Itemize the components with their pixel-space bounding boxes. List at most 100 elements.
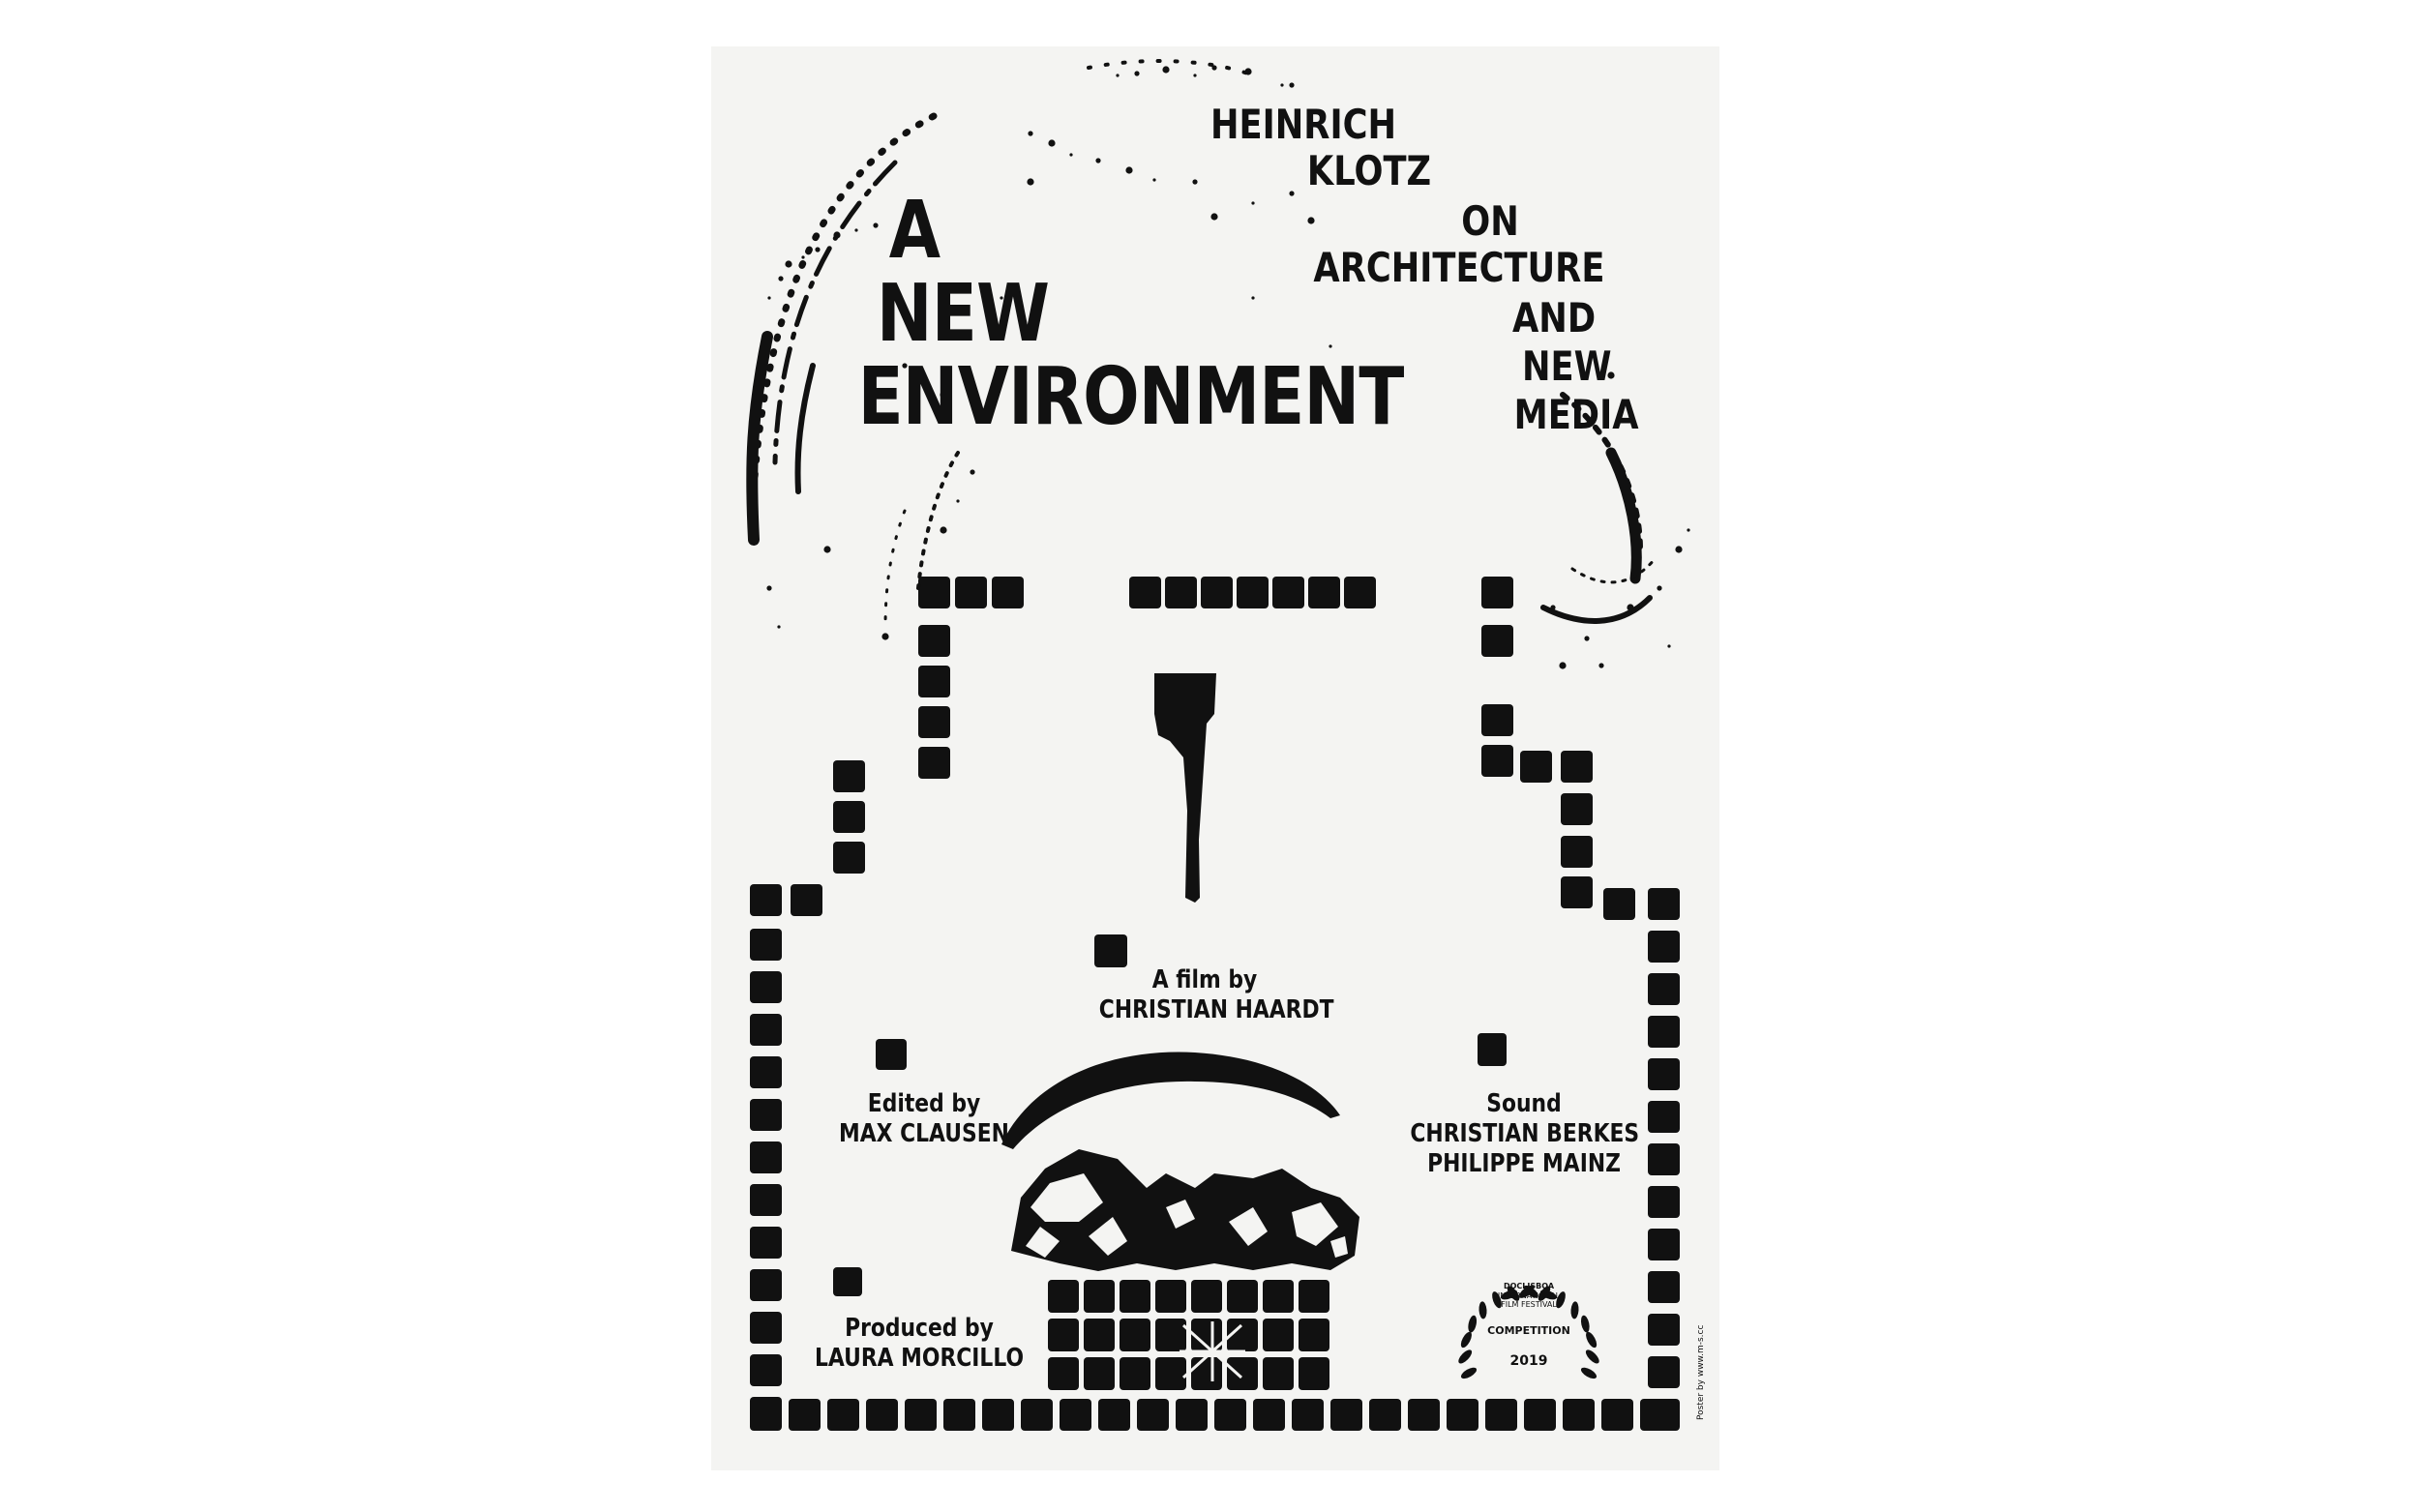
tile: [1408, 1399, 1440, 1431]
tile: [1120, 1280, 1150, 1313]
tile: [1201, 577, 1233, 608]
tile: [1308, 577, 1340, 608]
tile: [750, 971, 782, 1003]
festival-name: DOCLISBOA: [1503, 1282, 1555, 1290]
tile: [1237, 577, 1269, 608]
tile: [905, 1399, 937, 1431]
tile: [750, 1056, 782, 1088]
rubble-highlights: [1026, 1173, 1348, 1258]
tile: [918, 625, 950, 657]
subject-line-6: NEW: [1522, 342, 1612, 390]
dome-arc: [746, 59, 1657, 629]
subject-line-4: ARCHITECTURE: [1313, 244, 1605, 291]
tile: [1084, 1357, 1115, 1390]
festival-category: COMPETITION: [1487, 1324, 1570, 1337]
tile: [918, 666, 950, 697]
tile: [791, 884, 822, 916]
tile: [1227, 1319, 1258, 1351]
editor-role: Edited by: [867, 1089, 981, 1118]
tile: [866, 1399, 898, 1431]
subject-line-5: AND: [1512, 294, 1597, 341]
tile: [833, 760, 865, 792]
tile: [827, 1399, 859, 1431]
director-name: CHRISTIAN HAARDT: [1098, 995, 1334, 1025]
tile: [918, 706, 950, 738]
film-title: A NEW ENVIRONMENT: [827, 192, 1405, 437]
tile: [1481, 625, 1513, 657]
tile: [750, 1227, 782, 1259]
tile: [1648, 1058, 1680, 1090]
tile: [1214, 1399, 1246, 1431]
tile: [1344, 577, 1376, 608]
tile: [1048, 1280, 1079, 1313]
tile: [1048, 1357, 1079, 1390]
tile: [992, 577, 1024, 608]
editor-credit: Edited by MAX CLAUSEN: [798, 1089, 1050, 1149]
tile: [750, 1312, 782, 1344]
tile: [789, 1399, 821, 1431]
tile: [1648, 888, 1680, 920]
subject-line-1: HEINRICH: [1210, 101, 1396, 148]
tile: [1098, 1399, 1130, 1431]
tile: [1648, 1016, 1680, 1048]
tile: [982, 1399, 1014, 1431]
ink-specks: [766, 65, 1690, 669]
producer-credit: Produced by LAURA MORCILLO: [793, 1314, 1045, 1374]
subject-line-2: KLOTZ: [1306, 147, 1432, 194]
tile: [1191, 1319, 1222, 1351]
editor-name: MAX CLAUSEN: [839, 1119, 1009, 1149]
tile: [750, 929, 782, 961]
poster-illustration: [746, 59, 1690, 1431]
tile: [1021, 1399, 1053, 1431]
festival-year: 2019: [1509, 1353, 1548, 1369]
designer-credit: Poster by www.m-s.cc: [1696, 1324, 1706, 1420]
tile: [1155, 1280, 1186, 1313]
tile: [1060, 1399, 1091, 1431]
tile: [833, 842, 865, 874]
tile: [750, 1269, 782, 1301]
tile: [1299, 1357, 1329, 1390]
tile: [1299, 1319, 1329, 1351]
tile: [1155, 1319, 1186, 1351]
tile: [1120, 1319, 1150, 1351]
festival-subtitle-1: INTERNATIONAL: [1497, 1291, 1561, 1300]
tile: [1253, 1399, 1285, 1431]
tile: [750, 1399, 782, 1431]
tile: [1330, 1399, 1362, 1431]
vault-arch: [1001, 1052, 1340, 1149]
tile: [1648, 1271, 1680, 1303]
keyhole-shape: [1154, 673, 1216, 903]
tile: [1481, 704, 1513, 736]
title-line-2: NEW: [876, 268, 1050, 360]
tile: [750, 1354, 782, 1386]
tile: [1648, 1314, 1680, 1346]
laurel-wreath-icon: [1458, 1285, 1599, 1379]
tile: [833, 801, 865, 833]
tile: [1227, 1280, 1258, 1313]
tile: [1640, 1399, 1672, 1431]
tile: [918, 577, 950, 608]
tile: [1603, 888, 1635, 920]
subject-line-7: MEDIA: [1513, 391, 1639, 438]
tile: [1094, 934, 1127, 967]
sound-name-1: CHRISTIAN BERKES: [1410, 1119, 1640, 1149]
tile: [1648, 1229, 1680, 1260]
tile: [1191, 1280, 1222, 1313]
tile: [1485, 1399, 1517, 1431]
tile: [750, 1014, 782, 1046]
tile: [1648, 1143, 1680, 1175]
tile: [1524, 1399, 1556, 1431]
tile: [1155, 1357, 1186, 1390]
tile: [1561, 793, 1593, 825]
tile: [1263, 1280, 1294, 1313]
poster: A NEW ENVIRONMENT HEINRICH KLOTZ ON ARCH…: [711, 46, 1719, 1470]
producer-role: Produced by: [845, 1314, 994, 1343]
director-role: A film by: [1151, 965, 1258, 994]
tile: [918, 747, 950, 779]
tile: [1165, 577, 1197, 608]
tile: [1191, 1357, 1222, 1390]
tile: [1561, 836, 1593, 868]
tile: [1648, 931, 1680, 963]
tile: [1292, 1399, 1324, 1431]
tile: [1263, 1319, 1294, 1351]
